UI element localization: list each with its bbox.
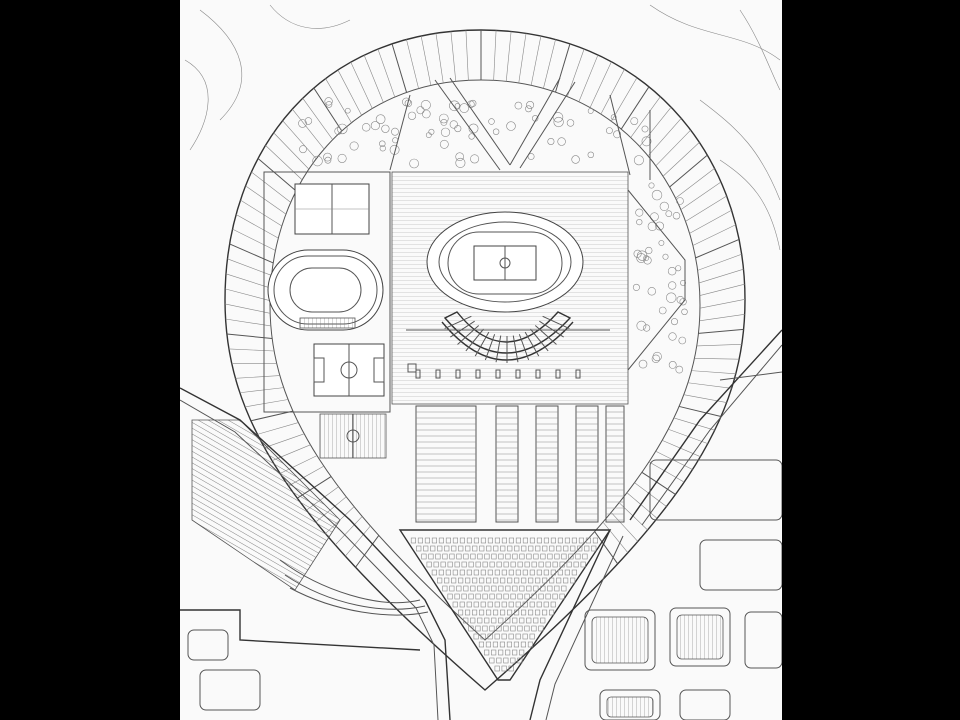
main-stadium (426, 211, 584, 313)
perimeter-roads (180, 329, 782, 720)
tree-canopy-clusters (298, 97, 688, 374)
outer-bleacher-ring (224, 29, 746, 691)
site-plan-drawing (180, 4, 782, 720)
parking-lot-rows (415, 405, 625, 523)
five-a-side-court (319, 413, 387, 459)
central-plaza (391, 171, 629, 405)
right-park (627, 189, 686, 371)
sports-zone-left (263, 171, 391, 459)
plaza-markers (407, 363, 581, 379)
triangular-parking-field (398, 529, 612, 681)
curved-grandstand (441, 311, 574, 363)
site-plan-sheet (180, 0, 782, 720)
hatched-plaza (191, 419, 429, 616)
contour-lines (184, 4, 781, 251)
urban-blocks (187, 459, 782, 720)
training-track (267, 249, 384, 331)
park-paths (389, 77, 651, 180)
football-pitch (313, 343, 385, 397)
